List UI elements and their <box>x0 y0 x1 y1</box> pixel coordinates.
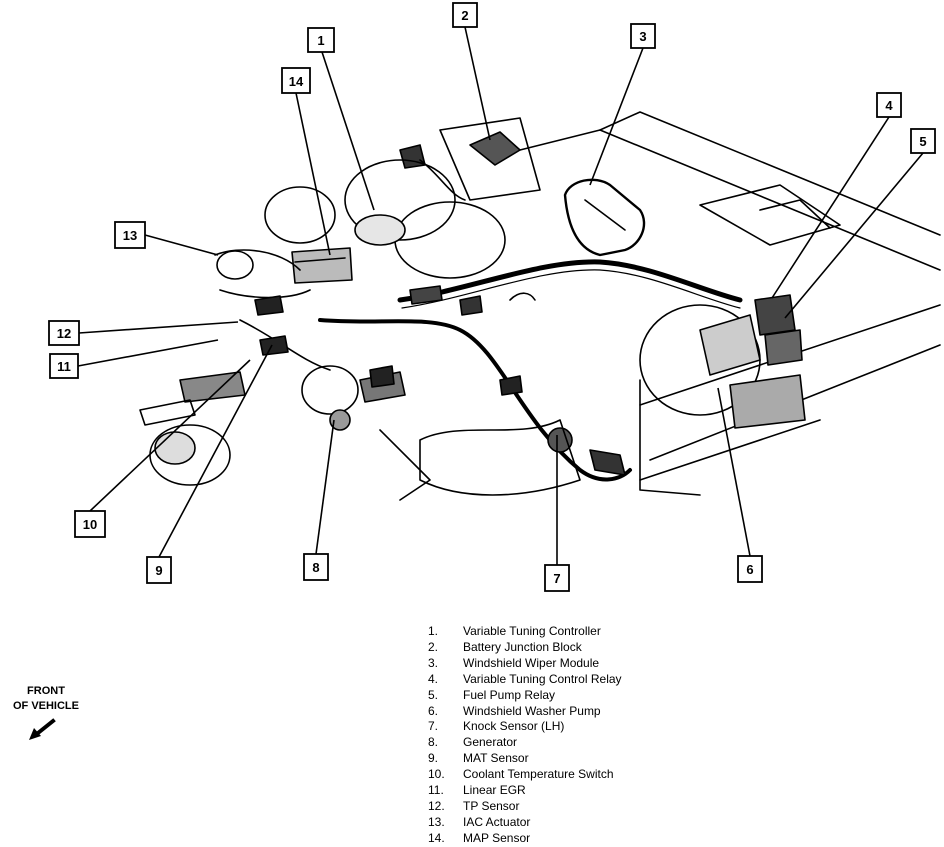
callout-6-number: 6 <box>746 562 753 577</box>
legend-number: 7. <box>428 719 439 734</box>
legend-number: 1. <box>428 624 439 638</box>
leader-1 <box>321 51 375 211</box>
callout-11: 11 <box>49 353 79 379</box>
legend-label: Coolant Temperature Switch <box>463 767 614 782</box>
callout-boxes: 1 2 3 4 5 6 7 8 <box>48 2 936 592</box>
legend-number: 9. <box>428 751 439 766</box>
legend-label: Variable Tuning Controller <box>463 624 601 638</box>
legend-item: 14. MAP Sensor <box>428 831 688 847</box>
legend-item: 2. Battery Junction Block <box>428 640 688 656</box>
legend-item: 4. Variable Tuning Control Relay <box>428 672 688 688</box>
callout-9: 9 <box>146 556 172 584</box>
legend-label: Variable Tuning Control Relay <box>463 671 622 686</box>
legend-item: 10. Coolant Temperature Switch <box>428 767 688 783</box>
front-direction-arrow-icon <box>29 718 56 740</box>
legend-item: 7. Knock Sensor (LH) <box>428 719 688 735</box>
callout-14: 14 <box>281 67 311 94</box>
legend-item: 6. Windshield Washer Pump <box>428 704 688 720</box>
legend-number: 6. <box>428 703 439 718</box>
callout-8-number: 8 <box>312 560 319 575</box>
legend-number: 10. <box>428 767 445 782</box>
front-note-line1: FRONT <box>27 685 65 697</box>
callout-6: 6 <box>737 555 763 583</box>
leader-10 <box>89 359 251 512</box>
callout-9-number: 9 <box>155 563 162 578</box>
legend-item: 8. Generator <box>428 735 688 751</box>
engine-illustration <box>139 111 941 501</box>
legend-label: TP Sensor <box>463 798 520 813</box>
callout-3: 3 <box>630 23 656 49</box>
leader-13 <box>144 234 219 256</box>
legend-number: 8. <box>428 735 439 750</box>
leader-12 <box>78 321 239 334</box>
legend-label: Windshield Wiper Module <box>463 655 600 670</box>
callout-7-number: 7 <box>553 571 560 586</box>
callout-2-number: 2 <box>461 8 468 23</box>
front-note-line2: OF VEHICLE <box>12 700 79 712</box>
leader-11 <box>77 339 219 367</box>
legend-item: 9. MAT Sensor <box>428 751 688 767</box>
callout-4: 4 <box>876 92 902 118</box>
leader-3 <box>589 47 644 186</box>
callout-12: 12 <box>48 320 80 346</box>
legend-label: Windshield Washer Pump <box>463 703 601 718</box>
legend-number: 12. <box>428 798 445 813</box>
legend-label: IAC Actuator <box>463 814 531 829</box>
callout-12-number: 12 <box>57 326 71 341</box>
callout-3-number: 3 <box>639 29 646 44</box>
legend-item: 3. Windshield Wiper Module <box>428 656 688 672</box>
legend-number: 13. <box>428 814 445 829</box>
callout-11-number: 11 <box>57 359 71 374</box>
legend-label: MAT Sensor <box>463 751 529 766</box>
legend-number: 3. <box>428 655 439 670</box>
engine-compartment-diagram: 1 2 3 4 5 6 7 8 <box>48 2 941 592</box>
legend-item: 11. Linear EGR <box>428 783 688 799</box>
leader-8 <box>315 419 335 555</box>
callout-10: 10 <box>74 510 106 538</box>
callout-4-number: 4 <box>885 98 893 113</box>
legend-label: Fuel Pump Relay <box>463 687 556 702</box>
legend-number: 4. <box>428 671 439 686</box>
legend-item: 5. Fuel Pump Relay <box>428 688 688 704</box>
leader-9 <box>158 344 273 558</box>
legend-label: Linear EGR <box>463 783 526 798</box>
callout-13-number: 13 <box>123 228 137 243</box>
legend-number: 14. <box>428 830 445 845</box>
legend-item: 12. TP Sensor <box>428 799 688 815</box>
legend-label: MAP Sensor <box>463 830 531 845</box>
callout-13: 13 <box>114 221 146 249</box>
legend-item: 13. IAC Actuator <box>428 815 688 831</box>
callout-1-number: 1 <box>317 33 324 48</box>
callout-1: 1 <box>307 27 335 53</box>
legend-label: Generator <box>463 735 518 750</box>
legend-number: 11. <box>428 783 444 798</box>
callout-14-number: 14 <box>289 74 304 89</box>
leader-4 <box>771 116 890 299</box>
legend-label: Knock Sensor (LH) <box>463 719 565 734</box>
legend-label: Battery Junction Block <box>463 639 582 654</box>
leader-2 <box>464 26 491 141</box>
leader-14 <box>295 92 331 256</box>
front-of-vehicle-note: FRONT OF VEHICLE <box>4 684 88 714</box>
callout-8: 8 <box>303 553 329 581</box>
legend-item: 1. Variable Tuning Controller <box>428 624 688 640</box>
callout-5-number: 5 <box>919 134 926 149</box>
callout-2: 2 <box>452 2 478 28</box>
legend-number: 2. <box>428 639 439 654</box>
callout-10-number: 10 <box>83 517 97 532</box>
leader-6 <box>717 387 751 557</box>
leader-5 <box>784 152 924 319</box>
component-legend: 1. Variable Tuning Controller 2. Battery J… <box>428 624 688 847</box>
callout-5: 5 <box>910 128 936 154</box>
callout-leaders <box>77 26 924 565</box>
legend-number: 5. <box>428 687 439 702</box>
callout-7: 7 <box>544 564 570 592</box>
